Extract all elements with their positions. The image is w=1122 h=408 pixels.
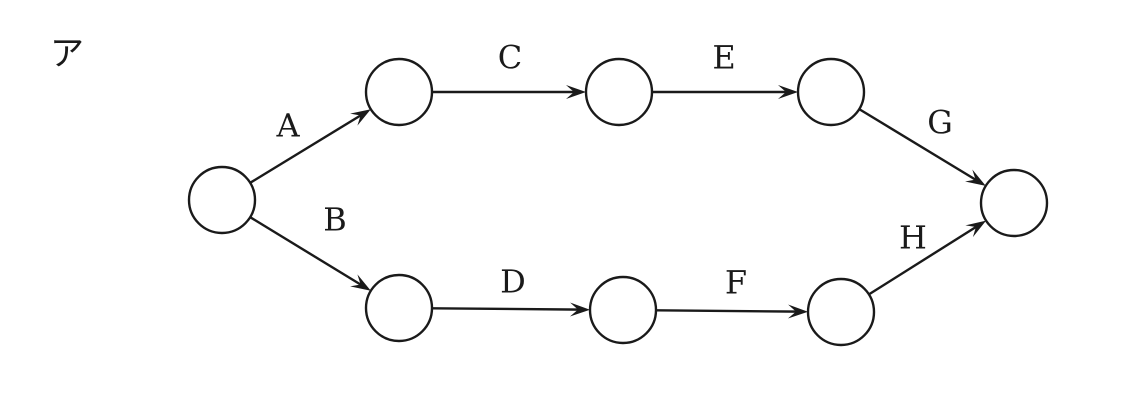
- edge-g: [858, 108, 986, 186]
- edge-line: [858, 108, 980, 183]
- edge-label-b: B: [323, 201, 347, 239]
- node-n1: [187, 165, 257, 235]
- edge-line: [431, 307, 583, 311]
- node-n2: [364, 57, 434, 127]
- edge-label-c: C: [498, 39, 522, 77]
- edges-layer: [249, 85, 987, 319]
- nodes-layer: [187, 57, 1049, 347]
- edge-labels-layer: A B C D E F G H: [275, 39, 952, 302]
- node-n3: [584, 57, 654, 127]
- edge-label-e: E: [712, 39, 735, 77]
- figure-label: ア: [50, 34, 84, 74]
- edge-d: [431, 302, 591, 317]
- arrow-head: [965, 220, 987, 238]
- node-n7: [588, 275, 658, 345]
- edge-label-h: H: [899, 219, 927, 257]
- arrow-head: [350, 109, 371, 126]
- edge-a: [249, 109, 371, 184]
- edge-label-f: F: [725, 264, 747, 302]
- node-n4: [796, 57, 866, 127]
- edge-label-g: G: [927, 104, 953, 142]
- arrow-head: [350, 274, 371, 291]
- edge-b: [249, 216, 371, 291]
- edge-line: [868, 223, 980, 296]
- node-n8: [806, 277, 876, 347]
- edge-label-a: A: [275, 107, 300, 145]
- arrow-head: [566, 85, 586, 99]
- arrow-head: [965, 169, 986, 186]
- arrow-head: [787, 304, 809, 319]
- arrow-head: [569, 302, 591, 317]
- node-n6: [364, 273, 434, 343]
- edge-line: [249, 112, 365, 184]
- node-n5: [979, 168, 1049, 238]
- edge-h: [868, 220, 987, 296]
- edge-e: [652, 85, 798, 99]
- edge-c: [432, 85, 586, 99]
- edge-f: [655, 304, 809, 319]
- edge-label-d: D: [500, 263, 526, 301]
- arrow-head: [778, 85, 798, 99]
- edge-line: [249, 216, 365, 288]
- edge-line: [655, 309, 801, 313]
